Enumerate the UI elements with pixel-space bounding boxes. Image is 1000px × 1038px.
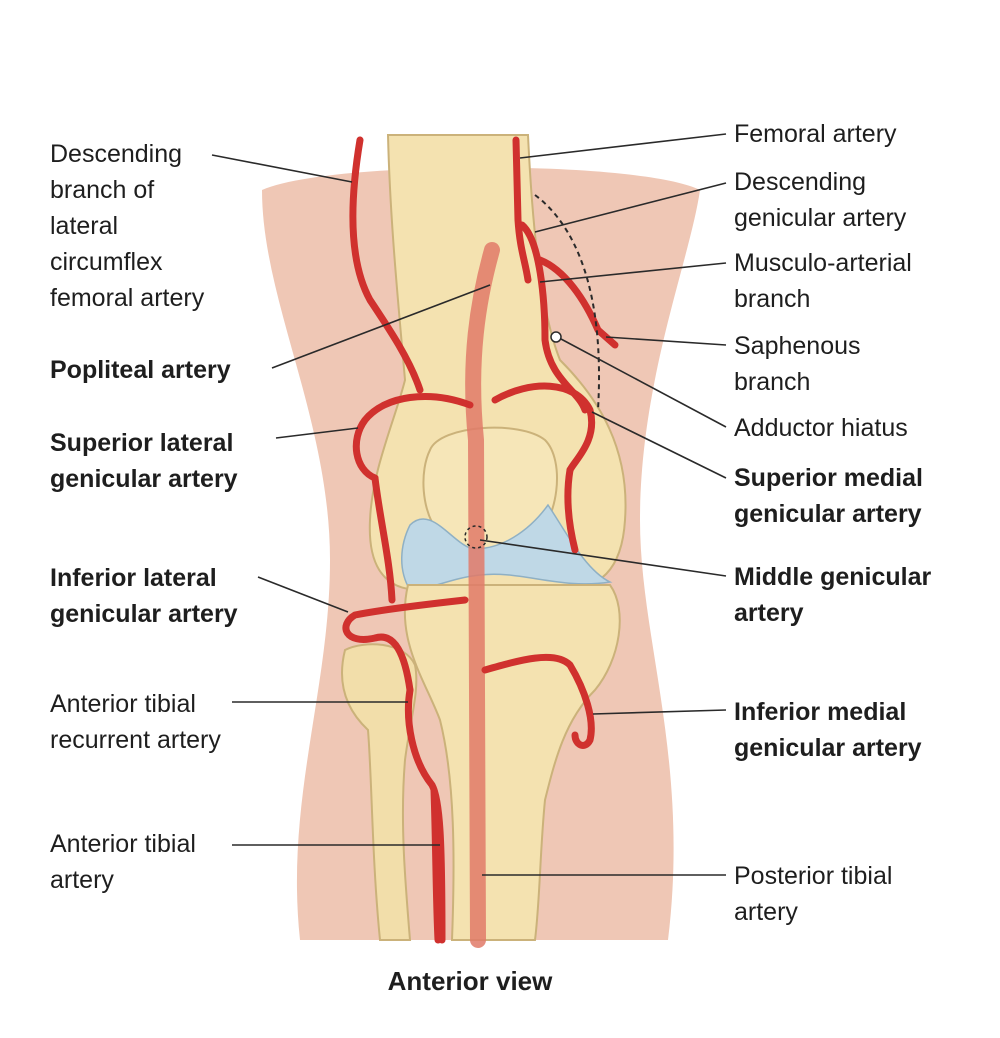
adductor-hiatus-marker [550,331,562,343]
anterior-tibial-recurrent-shape [404,686,446,944]
label-line: genicular artery [734,500,922,528]
label-line: branch of [50,176,155,204]
inferior-lateral-genicular-shape [342,596,469,694]
label-line: Descending [50,140,183,168]
anterior-tibial-shape [430,786,442,944]
superior-medial-genicular-shape [491,382,596,474]
label-line: artery [734,898,798,926]
label-line: recurrent artery [50,726,221,754]
label-line: Anterior tibial [50,690,196,718]
leader-descending-branch [211,154,353,183]
adductor-hiatus-arc [534,194,600,411]
label-anterior-tibial-recurrent: Anterior tibial recurrent artery [50,686,221,758]
medial-descending-anastomosis-shape [564,466,579,554]
label-line: artery [734,599,804,627]
superior-lateral-genicular-shape [352,393,474,482]
saphenous-shape [536,256,619,349]
tibia [403,584,621,941]
label-line: Middle genicular [734,563,932,591]
label-line: femoral artery [50,284,205,312]
leader-descending-genicular [534,182,727,233]
leader-musculo-arterial [539,262,727,283]
label-superior-lateral: Superior lateral genicular artery [50,425,238,497]
leader-femoral [519,133,727,159]
artery-network [342,136,619,944]
label-line: Saphenous [734,332,861,360]
label-line: genicular artery [734,734,922,762]
label-line: branch [734,368,811,396]
label-line: Superior medial [734,464,923,492]
label-line: lateral [50,212,119,240]
label-line: Adductor hiatus [734,414,908,442]
label-line: genicular artery [50,600,238,628]
label-descending-branch: Descending branch of lateral circumflex … [50,136,204,316]
label-popliteal: Popliteal artery [50,352,231,388]
leader-inferior-lateral [257,576,349,613]
leader-saphenous [605,336,727,346]
leader-lines [211,133,727,876]
label-line: genicular artery [734,204,907,232]
middle-genicular-marker [464,525,488,549]
label-line: artery [50,866,114,894]
lateral-descending-anastomosis-shape [371,474,396,604]
fibula [341,643,418,941]
label-line: Popliteal artery [50,356,231,384]
label-femoral: Femoral artery [734,116,897,152]
label-line: circumflex [50,248,163,276]
label-line: branch [734,285,811,313]
leader-superior-medial [591,411,727,479]
label-line: Posterior tibial [734,862,893,890]
leader-inferior-medial [592,709,727,715]
label-descending-genicular: Descending genicular artery [734,164,906,236]
label-line: Anterior tibial [50,830,196,858]
label-superior-medial: Superior medial genicular artery [734,460,923,532]
label-musculo-arterial: Musculo-arterial branch [734,245,912,317]
label-adductor-hiatus: Adductor hiatus [734,410,908,446]
leader-superior-lateral [275,427,359,439]
label-line: Inferior medial [734,698,907,726]
label-inferior-medial: Inferior medial genicular artery [734,694,922,766]
label-inferior-lateral: Inferior lateral genicular artery [50,560,238,632]
leader-popliteal [271,284,491,369]
label-line: genicular artery [50,465,238,493]
label-line: Superior lateral [50,429,234,457]
femoral-artery-shape [512,136,532,284]
label-posterior-tibial: Posterior tibial artery [734,858,892,930]
popliteal-artery-shape [465,242,500,948]
label-middle-genicular: Middle genicular artery [734,559,931,631]
label-line: Inferior lateral [50,564,217,592]
label-line: Femoral artery [734,120,897,148]
label-line: Musculo-arterial [734,249,912,277]
inferior-medial-genicular-shape [481,653,595,749]
leader-adductor-hiatus [560,338,727,428]
leader-middle-genicular [479,539,727,577]
figure-caption: Anterior view [387,966,553,996]
descending-lateral-circumflex-shape [349,136,424,394]
label-saphenous: Saphenous branch [734,328,861,400]
label-line: Descending [734,168,867,196]
label-anterior-tibial: Anterior tibial artery [50,826,196,898]
